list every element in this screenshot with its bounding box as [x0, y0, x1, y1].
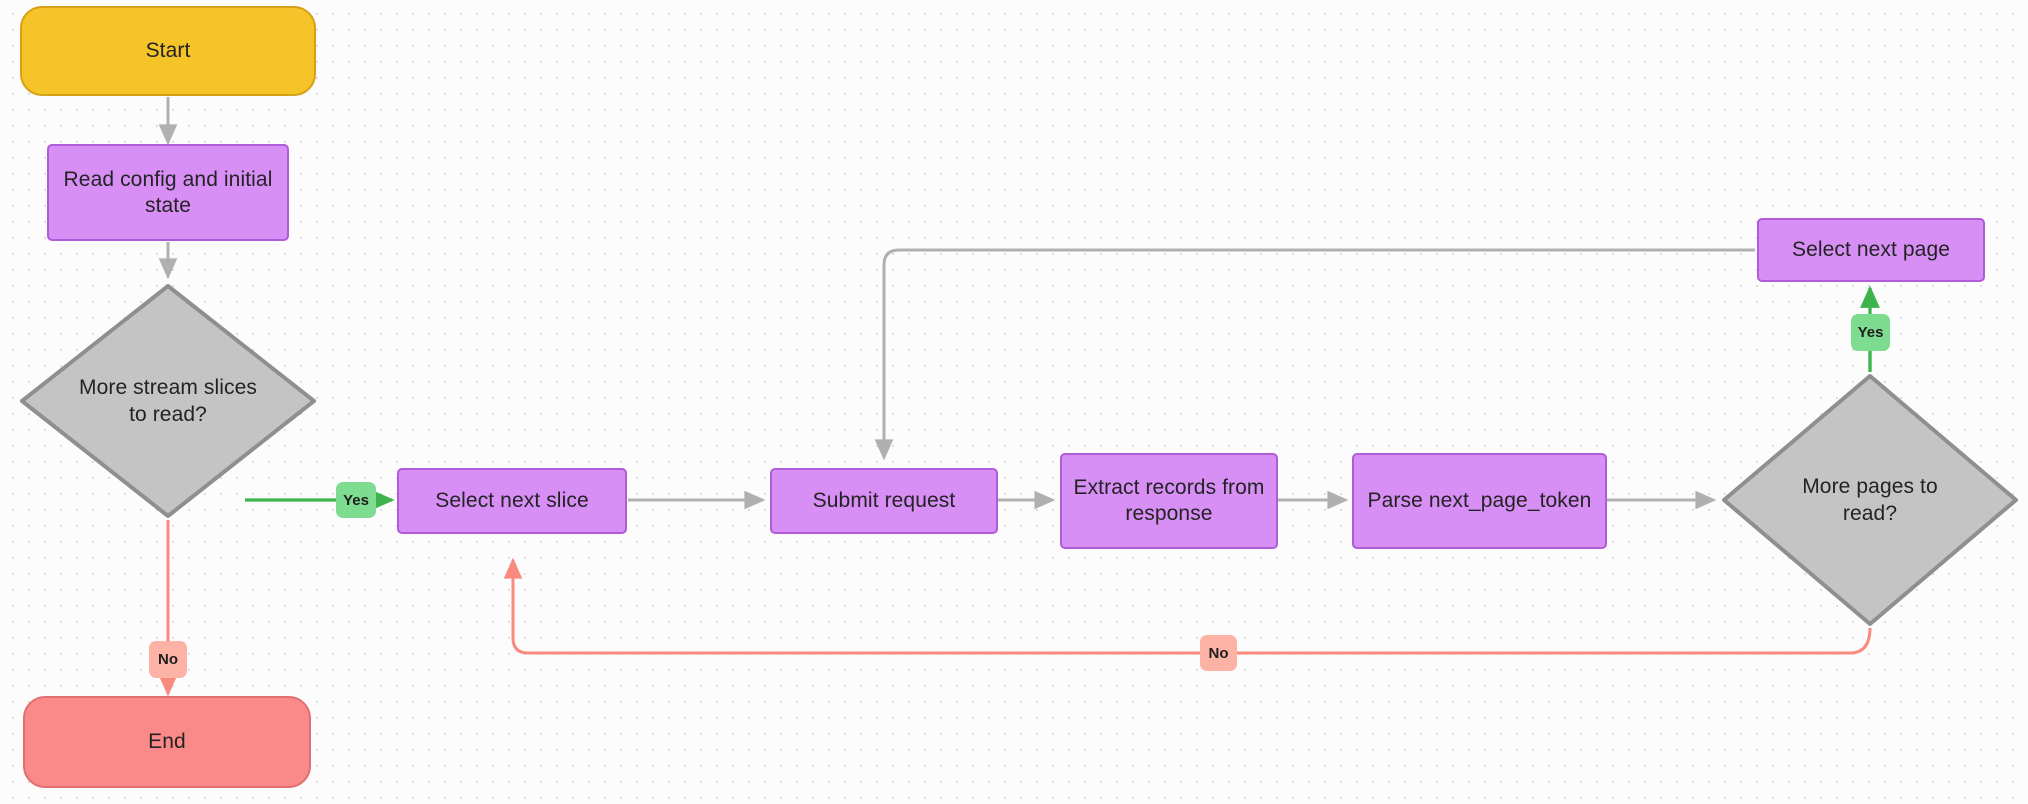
- node-read-config[interactable]: Read config and initial state: [47, 144, 289, 241]
- edge-select-next-page-to-submit-request: [874, 248, 1755, 461]
- node-parse-token[interactable]: Parse next_page_token: [1352, 453, 1607, 549]
- edge-label-pages-yes-text: Yes: [1857, 324, 1884, 341]
- node-read-config-label: Read config and initial state: [63, 167, 273, 217]
- decision-diamond-shape-pages: [1722, 374, 2018, 626]
- node-select-next-slice-label: Select next slice: [435, 489, 589, 513]
- decision-diamond-shape: [20, 284, 316, 518]
- node-more-stream-slices[interactable]: More stream slices to read?: [18, 282, 318, 520]
- node-select-next-slice[interactable]: Select next slice: [397, 468, 627, 534]
- edge-label-slices-yes-text: Yes: [343, 491, 369, 509]
- node-start[interactable]: Start: [20, 6, 316, 96]
- edge-label-pages-yes: Yes: [1851, 314, 1890, 351]
- node-end-label: End: [148, 730, 186, 754]
- node-submit-request-label: Submit request: [812, 489, 956, 513]
- edge-more-pages-no-to-select-next-slice: [503, 557, 1872, 655]
- node-extract-records[interactable]: Extract records from response: [1060, 453, 1278, 549]
- edge-label-pages-no: No: [1200, 635, 1237, 671]
- node-more-stream-slices-label: More stream slices to read?: [78, 375, 257, 426]
- edge-label-slices-no: No: [149, 641, 187, 678]
- node-select-next-page[interactable]: Select next page: [1757, 218, 1985, 282]
- node-parse-token-label: Parse next_page_token: [1367, 489, 1592, 513]
- node-more-pages[interactable]: More pages to read?: [1720, 372, 2020, 628]
- edge-label-slices-no-text: No: [158, 651, 178, 668]
- node-select-next-page-label: Select next page: [1791, 238, 1951, 262]
- edge-label-slices-yes: Yes: [336, 482, 376, 518]
- edge-label-pages-no-text: No: [1208, 644, 1229, 662]
- node-start-label: Start: [145, 39, 191, 63]
- node-end[interactable]: End: [23, 696, 311, 788]
- node-extract-records-label: Extract records from response: [1073, 476, 1265, 525]
- node-more-pages-label: More pages to read?: [1802, 474, 1938, 525]
- node-submit-request[interactable]: Submit request: [770, 468, 998, 534]
